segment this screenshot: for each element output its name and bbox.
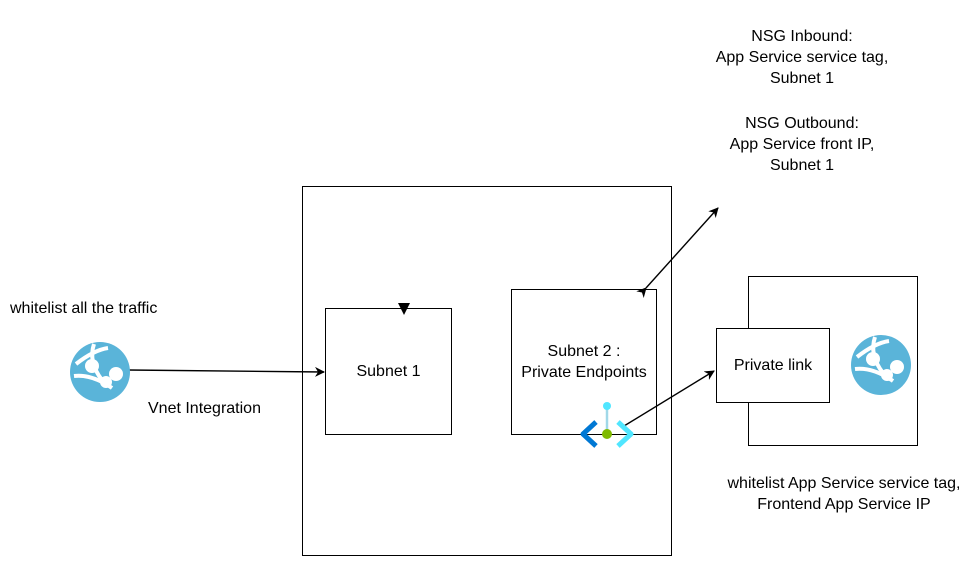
whitelist-service-tag-note: whitelist App Service service tag, Front… — [712, 473, 976, 515]
app-service-icon — [851, 335, 911, 395]
private-endpoint-arrow — [623, 370, 715, 427]
nsg-outbound-note: NSG Outbound: App Service front IP, Subn… — [682, 113, 922, 176]
subnet1-label: Subnet 1 — [356, 363, 421, 380]
private-link-label: Private link — [733, 357, 813, 374]
app-service-icon — [70, 342, 130, 402]
subnet2-box — [511, 289, 657, 435]
subnet1-box — [325, 308, 452, 435]
subnet1-top-arrow-marker — [398, 303, 410, 315]
subnet2-label-line1: Subnet 2 : — [547, 343, 621, 360]
nsg-inbound-line1: NSG Inbound: — [751, 28, 853, 45]
whitelist-all-traffic-note: whitelist all the traffic — [10, 300, 158, 317]
nsg-inbound-note: NSG Inbound: App Service service tag, Su… — [682, 26, 922, 89]
nsg-inbound-line2: App Service service tag, — [715, 49, 889, 66]
nsg-outbound-line3: Subnet 1 — [769, 157, 835, 174]
private-link-box — [716, 328, 830, 403]
vnet-integration-label: Vnet Integration — [148, 400, 261, 417]
private-endpoint-icon — [580, 402, 634, 448]
nsg-outbound-line2: App Service front IP, — [729, 136, 875, 153]
vnet-integration-arrow — [127, 366, 325, 377]
subnet2-label: Subnet 2 : Private Endpoints — [500, 341, 668, 383]
nsg-bidirectional-arrow — [636, 207, 719, 299]
nsg-outbound-line1: NSG Outbound: — [745, 115, 859, 132]
subnet2-label-line2: Private Endpoints — [521, 364, 647, 381]
whitelist-right-line1: whitelist App Service service tag, — [727, 475, 961, 492]
whitelist-right-line2: Frontend App Service IP — [757, 496, 931, 513]
nsg-inbound-line3: Subnet 1 — [769, 70, 835, 87]
